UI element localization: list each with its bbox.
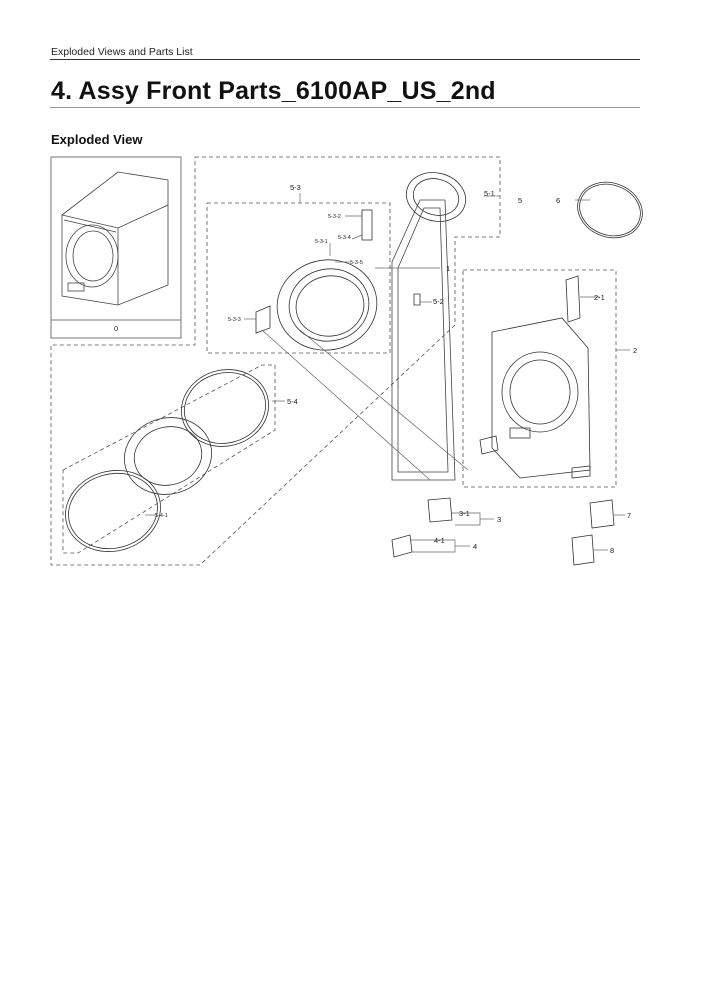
callout-1: 1 [446, 264, 450, 273]
callout-6: 6 [556, 196, 560, 205]
callout-4-1: 4-1 [434, 536, 445, 545]
callout-8: 8 [610, 546, 614, 555]
section-title: Exploded View [51, 132, 143, 147]
callout-5-3: 5-3 [290, 183, 301, 192]
callout-7: 7 [627, 511, 631, 520]
control-parts-illustration [391, 497, 615, 566]
door-ring-illustration [276, 259, 378, 351]
callout-5-4-1: 5-4-1 [155, 513, 168, 519]
title-divider [50, 107, 640, 108]
part-1-outline [391, 199, 456, 481]
door-cover-illustration [65, 470, 161, 552]
assembly-0-box [50, 156, 182, 339]
callout-2: 2 [633, 346, 637, 355]
dryer-assembly-illustration [61, 171, 169, 306]
callout-5: 5 [518, 196, 522, 205]
callout-5-3-2: 5-3-2 [328, 214, 341, 220]
header-divider [50, 59, 640, 60]
door-glass-illustration [405, 172, 467, 222]
callout-5-2: 5-2 [433, 297, 444, 306]
callout-3: 3 [497, 515, 501, 524]
callout-2-1: 2-1 [594, 293, 605, 302]
page-title: 4. Assy Front Parts_6100AP_US_2nd [51, 77, 496, 105]
door-group-frame [50, 156, 501, 566]
leader-lines [145, 193, 630, 553]
subassembly-2-frame [462, 269, 617, 488]
breadcrumb: Exploded Views and Parts List [51, 46, 193, 58]
callout-5-3-4: 5-3-4 [338, 235, 351, 241]
callout-3-1: 3-1 [459, 509, 470, 518]
callout-5-3-5: 5-3-5 [350, 260, 363, 266]
callout-5-4: 5-4 [287, 397, 298, 406]
hinge-parts-illustration [255, 209, 421, 334]
callout-5-1: 5-1 [484, 189, 495, 198]
callout-5-3-3: 5-3-3 [228, 317, 241, 323]
gasket-illustration [577, 181, 643, 239]
callout-4: 4 [473, 542, 477, 551]
callout-5-3-1: 5-3-1 [315, 239, 328, 245]
cabinet-front-illustration [479, 275, 591, 479]
subassembly-5-3-frame [206, 202, 391, 354]
callout-0: 0 [114, 324, 118, 333]
door-trim-illustration [123, 369, 270, 495]
